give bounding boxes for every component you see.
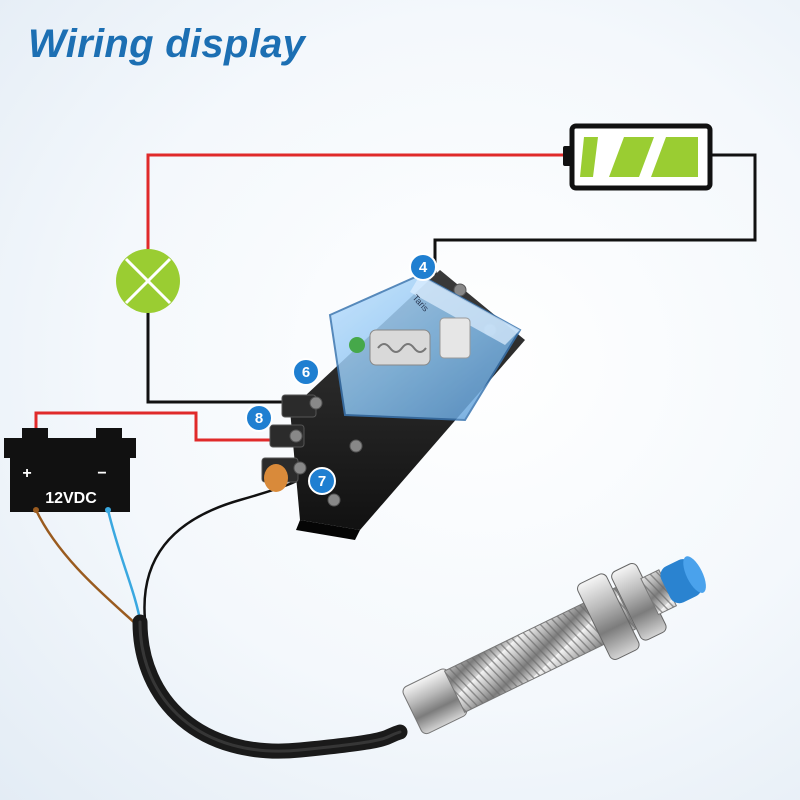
red-wire-supply-pin8 bbox=[34, 411, 280, 442]
pin-badge-8: 8 bbox=[245, 404, 273, 432]
dc-voltage-label: 12VDC bbox=[45, 490, 97, 507]
brown-wire-sensor bbox=[34, 509, 138, 626]
dc-plus-symbol: + bbox=[22, 465, 31, 482]
red-wire-battery-lamp bbox=[146, 153, 570, 250]
diagram-title: Wiring display bbox=[28, 22, 306, 66]
black-wire-lamp-pin6 bbox=[146, 310, 315, 404]
black-wire-sensor-pin7 bbox=[143, 469, 311, 621]
lamp-icon bbox=[116, 249, 180, 313]
battery-icon bbox=[563, 123, 713, 191]
relay-icon: Taris bbox=[261, 270, 525, 540]
pin-label-8: 8 bbox=[255, 410, 263, 427]
black-wire-battery-pin4 bbox=[433, 153, 757, 275]
pin-badge-7: 7 bbox=[308, 467, 336, 495]
blue-wire-sensor bbox=[106, 509, 143, 626]
pin-badge-4: 4 bbox=[409, 253, 437, 281]
pin-label-6: 6 bbox=[302, 364, 310, 381]
dc-minus-symbol: − bbox=[97, 465, 106, 482]
inductive-sensor-icon bbox=[402, 556, 706, 735]
pin-label-7: 7 bbox=[318, 473, 326, 490]
sensor-cable bbox=[132, 614, 408, 759]
wires bbox=[34, 153, 757, 626]
pin-label-4: 4 bbox=[419, 259, 428, 276]
dc-supply-icon: + − 12VDC bbox=[4, 428, 136, 513]
pin-badge-6: 6 bbox=[292, 358, 320, 386]
